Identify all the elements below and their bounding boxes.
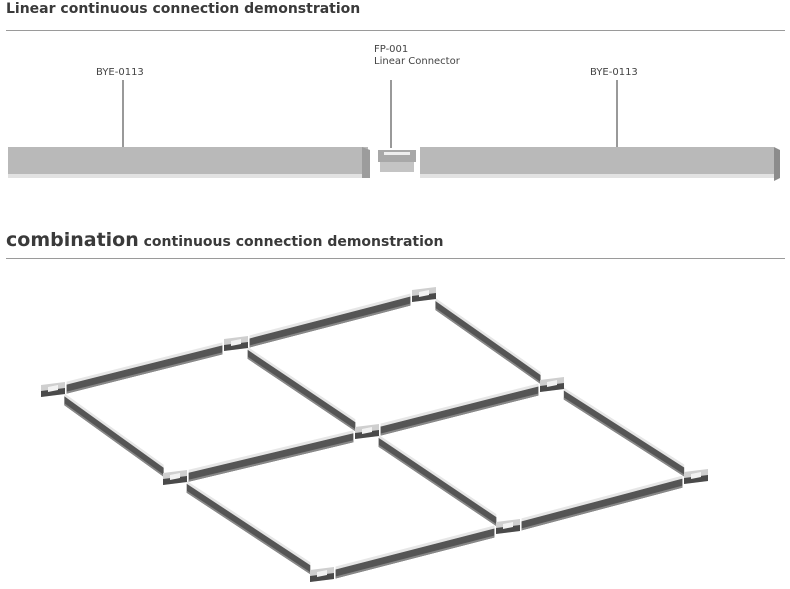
grid-bar-0 (66, 345, 223, 394)
grid-bar-edge-9 (378, 444, 497, 527)
grid-connector-shadow-E (355, 430, 379, 439)
grid-bar-5 (521, 478, 683, 531)
grid-connector-slot-D (170, 473, 180, 480)
grid-bar-4 (335, 528, 495, 579)
grid-bar-top-6 (64, 393, 164, 468)
grid-frame (41, 287, 708, 582)
grid-connector-slot-F (547, 380, 557, 387)
grid-bar-edge-2 (188, 440, 354, 482)
grid-bar-edge-6 (64, 403, 164, 477)
grid-bar-top-7 (186, 480, 311, 566)
grid-bar-top-1 (249, 293, 411, 339)
grid-bar-edge-7 (186, 490, 311, 575)
grid-connector-slot-B (231, 339, 241, 346)
grid-connector-slot-C (419, 290, 429, 297)
grid-bar-3 (380, 386, 539, 436)
grid-bar-7 (186, 483, 311, 575)
grid-bar-6 (64, 396, 164, 477)
title-rest: continuous connection demonstration (138, 234, 444, 250)
grid-bar-top-10 (435, 298, 541, 375)
grid-bar-10 (435, 301, 541, 384)
grid-connector-shadow-D (163, 476, 187, 485)
grid-connector-slot-E (362, 427, 372, 434)
section-divider-2 (6, 258, 785, 259)
section-title-linear: Linear continuous connection demonstrati… (6, 1, 361, 17)
connector-code-label: FP-001 (374, 44, 409, 55)
title-emphasis: combination (6, 229, 139, 251)
grid-bar-edge-1 (249, 303, 411, 348)
grid-bar-edge-5 (521, 485, 683, 531)
grid-bar-top-11 (563, 387, 685, 468)
grid-bar-top-5 (521, 475, 683, 522)
section-divider (6, 30, 785, 31)
grid-connector-shadow-I (684, 475, 708, 484)
grid-bar-top-2 (188, 430, 354, 473)
grid-connector-shadow-G (310, 573, 334, 582)
grid-connector-slot-I (691, 472, 701, 479)
connector-name-label: Linear Connector (374, 56, 460, 67)
grid-bar-top-4 (335, 525, 495, 570)
grid-bar-top-8 (247, 346, 356, 423)
grid-bar-edge-10 (435, 308, 541, 384)
grid-connector-shadow-A (41, 388, 65, 397)
grid-bar-top-3 (380, 383, 539, 427)
grid-connector-slot-G (317, 570, 327, 577)
left-profile-label: BYE-0113 (96, 67, 144, 78)
grid-bar-top-9 (378, 434, 497, 518)
grid-connector-shadow-H (496, 525, 520, 534)
section-title-combination: combination continuous connection demons… (6, 229, 443, 251)
grid-bar-edge-4 (335, 535, 495, 579)
grid-connector-shadow-B (224, 342, 248, 351)
grid-bar-2 (188, 433, 354, 482)
grid-bar-1 (249, 296, 411, 348)
grid-bar-edge-11 (563, 397, 685, 477)
left-profile-bar (8, 147, 370, 178)
right-profile-bar (420, 147, 780, 181)
grid-bar-edge-8 (247, 356, 356, 432)
grid-connector-shadow-F (540, 383, 564, 392)
grid-connector-slot-H (503, 522, 513, 529)
grid-bar-11 (563, 390, 685, 477)
grid-bar-9 (378, 437, 497, 527)
right-profile-label: BYE-0113 (590, 67, 638, 78)
grid-bar-edge-0 (66, 352, 223, 394)
grid-bar-top-0 (66, 342, 223, 385)
linear-connector-piece (378, 150, 416, 172)
grid-connector-shadow-C (412, 293, 436, 302)
grid-bar-edge-3 (380, 393, 539, 436)
grid-connector-slot-A (48, 385, 58, 392)
grid-bar-8 (247, 349, 356, 432)
